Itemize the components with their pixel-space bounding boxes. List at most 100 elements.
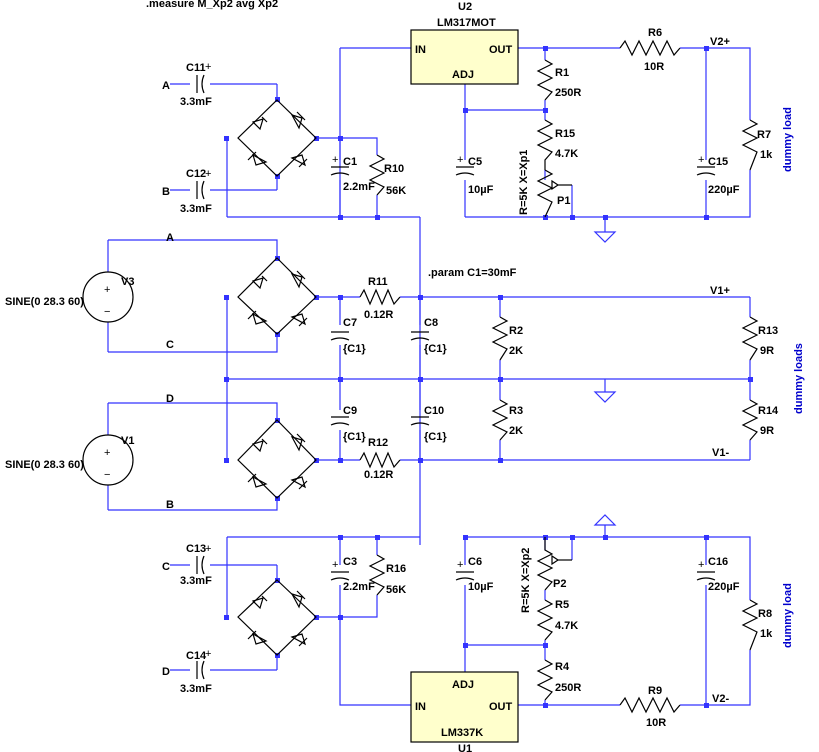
u1-out: OUT <box>489 701 513 713</box>
c1-ref: C1 <box>343 156 357 168</box>
v1-value: SINE(0 28.3 60) <box>5 459 84 471</box>
c7-value: {C1} <box>343 343 366 355</box>
res-r12: R12 0.12R <box>359 437 401 481</box>
c14-ref: C14 <box>186 650 207 662</box>
v3-ref: V3 <box>121 276 134 288</box>
c15-value: 220µF <box>708 184 740 196</box>
c10-ref: C10 <box>424 405 444 417</box>
c1-value: 2.2mF <box>343 181 375 193</box>
u1-adj: ADJ <box>452 679 474 691</box>
r4-ref: R4 <box>555 661 570 673</box>
c16-value: 220µF <box>708 581 740 593</box>
res-r9: R9 10R <box>619 685 681 729</box>
c6-ref: C6 <box>468 556 482 568</box>
c9-value: {C1} <box>343 431 366 443</box>
res-r5: R5 4.7K <box>536 599 578 641</box>
cap-c16: + C16 220µF <box>696 556 740 593</box>
c10-value: {C1} <box>424 431 447 443</box>
res-r15: R15 4.7K <box>536 119 578 170</box>
cap-c11: + C11 3.3mF <box>180 61 212 108</box>
net-v2-minus: V2- <box>712 693 729 705</box>
res-r4: R4 250R <box>536 659 581 701</box>
c12-ref: C12 <box>186 168 206 180</box>
net-c-mid: C <box>166 339 174 351</box>
dummy-loads-note: dummy loads <box>793 343 805 414</box>
p2-value: R=5K X=Xp2 <box>520 548 532 613</box>
net-b-top: B <box>162 186 170 198</box>
c12-value: 3.3mF <box>180 203 212 215</box>
u2-out: OUT <box>489 44 513 56</box>
c11-value: 3.3mF <box>180 96 212 108</box>
ground-symbol-middle <box>593 391 617 403</box>
net-c-bottom: C <box>162 561 170 573</box>
r3-ref: R3 <box>509 405 523 417</box>
c5-ref: C5 <box>468 156 482 168</box>
res-r1: R1 250R <box>536 59 581 101</box>
cap-c6: + C6 10µF <box>455 556 494 593</box>
c3-value: 2.2mF <box>343 581 375 593</box>
r1-ref: R1 <box>555 67 569 79</box>
cap-c14: + C14 3.3mF <box>180 648 212 695</box>
junctions <box>224 46 753 708</box>
r9-ref: R9 <box>648 685 662 697</box>
svg-text:−: − <box>104 469 110 481</box>
c8-ref: C8 <box>424 317 438 329</box>
c13-value: 3.3mF <box>180 575 212 587</box>
regulator-u2: LM317MOT U2 IN OUT ADJ <box>410 1 519 85</box>
net-d-bottom: D <box>162 666 170 678</box>
dummy-load-note-bottom: dummy load <box>782 583 794 648</box>
svg-text:+: + <box>205 168 211 180</box>
ground-symbol-bottom <box>593 514 617 526</box>
cap-c13: + C13 3.3mF <box>180 543 212 587</box>
c3-ref: C3 <box>343 556 357 568</box>
u2-ref: U2 <box>458 1 472 13</box>
cap-c3: + C3 2.2mF <box>330 556 375 593</box>
c8-value: {C1} <box>424 343 447 355</box>
net-a-mid: A <box>166 232 174 244</box>
c16-ref: C16 <box>708 556 728 568</box>
svg-text:+: + <box>205 61 211 73</box>
source-v3: + − V3 SINE(0 28.3 60) <box>5 271 134 323</box>
r1-value: 250R <box>555 87 581 99</box>
c14-value: 3.3mF <box>180 683 212 695</box>
cap-c9: C9 {C1} <box>330 405 366 443</box>
r10-ref: R10 <box>384 163 404 175</box>
r14-ref: R14 <box>758 405 779 417</box>
svg-text:+: + <box>457 559 463 571</box>
r16-ref: R16 <box>386 563 406 575</box>
cap-c5: + C5 10µF <box>455 154 494 196</box>
pot-p2: P2 R=5K X=Xp2 <box>520 537 572 613</box>
res-r11: R11 0.12R <box>359 276 401 321</box>
c13-ref: C13 <box>186 543 206 555</box>
res-r10: R10 56K <box>368 154 406 197</box>
u2-part: LM317MOT <box>437 17 496 29</box>
r8-ref: R8 <box>758 608 772 620</box>
r7-value: 1k <box>760 149 773 161</box>
r4-value: 250R <box>555 682 581 694</box>
net-v2-plus: V2+ <box>710 36 730 48</box>
pot-p1: P1 R=5K X=Xp1 <box>518 150 572 218</box>
cap-c12: + C12 3.3mF <box>180 168 212 215</box>
bridge-top <box>237 99 317 177</box>
bridge-middle-upper <box>237 257 317 335</box>
measure-directive: .measure M_Xp2 avg Xp2 <box>146 0 278 10</box>
res-r7: R7 1k <box>741 119 773 171</box>
r2-ref: R2 <box>509 325 523 337</box>
res-r8: R8 1k <box>741 599 773 651</box>
res-r14: R14 9R <box>741 399 779 441</box>
c5-value: 10µF <box>468 184 494 196</box>
dummy-load-note-top: dummy load <box>782 107 794 172</box>
res-r13: R13 9R <box>741 316 778 361</box>
r14-value: 9R <box>760 425 774 437</box>
c9-ref: C9 <box>343 405 357 417</box>
r9-value: 10R <box>646 717 666 729</box>
svg-text:+: + <box>205 543 211 555</box>
r13-value: 9R <box>760 345 774 357</box>
c7-ref: C7 <box>343 317 357 329</box>
svg-text:+: + <box>698 154 704 166</box>
r12-ref: R12 <box>368 437 388 449</box>
r6-value: 10R <box>644 61 664 73</box>
net-b-mid: B <box>166 499 174 511</box>
net-v1-minus: V1- <box>712 447 729 459</box>
